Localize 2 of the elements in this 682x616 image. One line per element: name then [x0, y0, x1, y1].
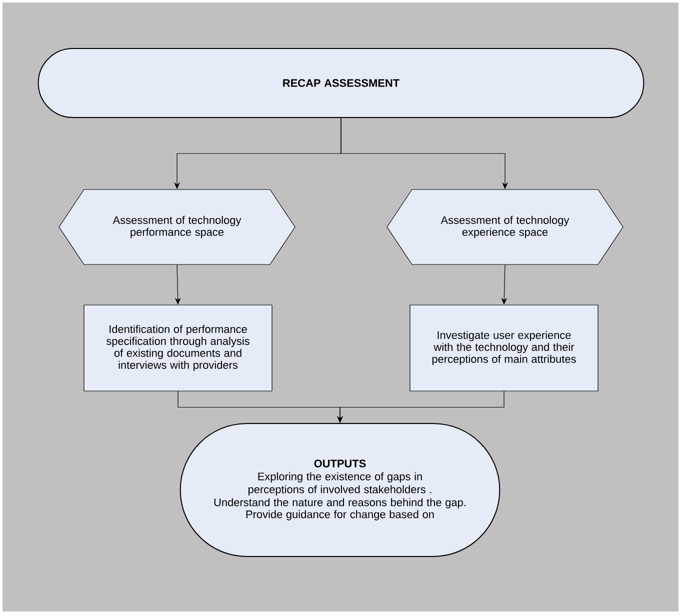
process-box: Identification of performance specification through analysis of existing documents and interviews with providers: [84, 304, 272, 392]
process-box: Investigate user experience with the technology and their perceptions of main attributes: [410, 304, 598, 392]
